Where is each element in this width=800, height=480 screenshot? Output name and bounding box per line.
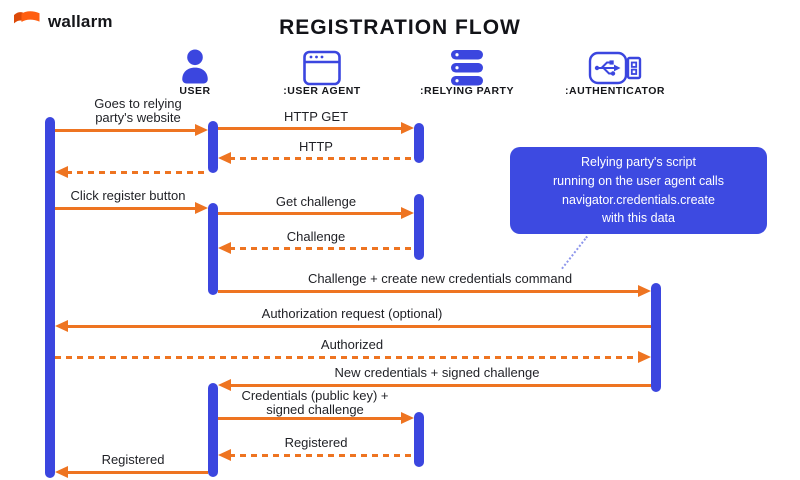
message-label-authorized: Authorized	[320, 337, 384, 352]
server-icon	[447, 48, 487, 93]
activation-authenticator	[651, 283, 661, 392]
arrow-registered-to-agent	[218, 449, 414, 462]
arrow-registered-to-user	[55, 466, 208, 479]
message-label-credentials-public-key: Credentials (public key) + signed challe…	[241, 388, 389, 418]
user-icon	[178, 48, 212, 90]
activation-user-agent-1	[208, 121, 218, 173]
message-label-authorization-request: Authorization request (optional)	[261, 306, 443, 321]
arrow-authorization-request	[55, 320, 651, 333]
activation-relying-party-2	[414, 194, 424, 260]
message-label-http-get: HTTP GET	[283, 109, 349, 124]
arrow-get-challenge	[218, 207, 414, 220]
page-title: REGISTRATION FLOW	[279, 16, 521, 39]
arrow-challenge	[218, 242, 414, 255]
arrow-click-register	[55, 202, 208, 215]
message-label-challenge: Challenge	[286, 229, 346, 244]
arrow-goes-to-website	[55, 124, 208, 137]
message-label-challenge-create-credentials: Challenge + create new credentials comma…	[307, 271, 573, 286]
actor-label-user: USER	[179, 85, 211, 97]
wallarm-logo-text: wallarm	[48, 11, 113, 31]
arrow-authorized	[55, 351, 651, 364]
arrow-credentials-public-key	[218, 412, 414, 425]
arrow-http-get	[218, 122, 414, 135]
activation-relying-party-3	[414, 412, 424, 467]
browser-icon	[303, 50, 341, 91]
message-label-goes-to-website: Goes to relying party's website	[94, 96, 182, 126]
message-label-click-register: Click register button	[70, 188, 186, 203]
arrow-new-credentials	[218, 379, 651, 392]
activation-user-agent-3	[208, 383, 218, 477]
wallarm-logo: wallarm	[12, 9, 113, 34]
arrow-response-to-user	[55, 166, 208, 179]
arrow-http-response	[218, 152, 414, 165]
activation-user-agent-2	[208, 203, 218, 295]
wallarm-logo-icon	[12, 9, 42, 34]
message-label-http: HTTP	[299, 139, 333, 154]
callout-relying-party-script: Relying party's script running on the us…	[510, 147, 767, 234]
message-label-get-challenge: Get challenge	[275, 194, 357, 209]
message-label-registered-agent: Registered	[284, 435, 348, 450]
actor-label-user-agent: :USER AGENT	[283, 85, 361, 97]
lifeline-user	[45, 117, 55, 478]
activation-relying-party-1	[414, 123, 424, 163]
usb-key-icon	[588, 50, 642, 91]
message-label-registered-user: Registered	[101, 452, 165, 467]
actor-label-relying-party: :RELYING PARTY	[420, 85, 514, 97]
actor-label-authenticator: :AUTHENTICATOR	[565, 85, 665, 97]
arrow-challenge-create-credentials	[218, 285, 651, 298]
callout-connector-dotted-line	[561, 235, 588, 270]
message-label-new-credentials: New credentials + signed challenge	[334, 365, 540, 380]
